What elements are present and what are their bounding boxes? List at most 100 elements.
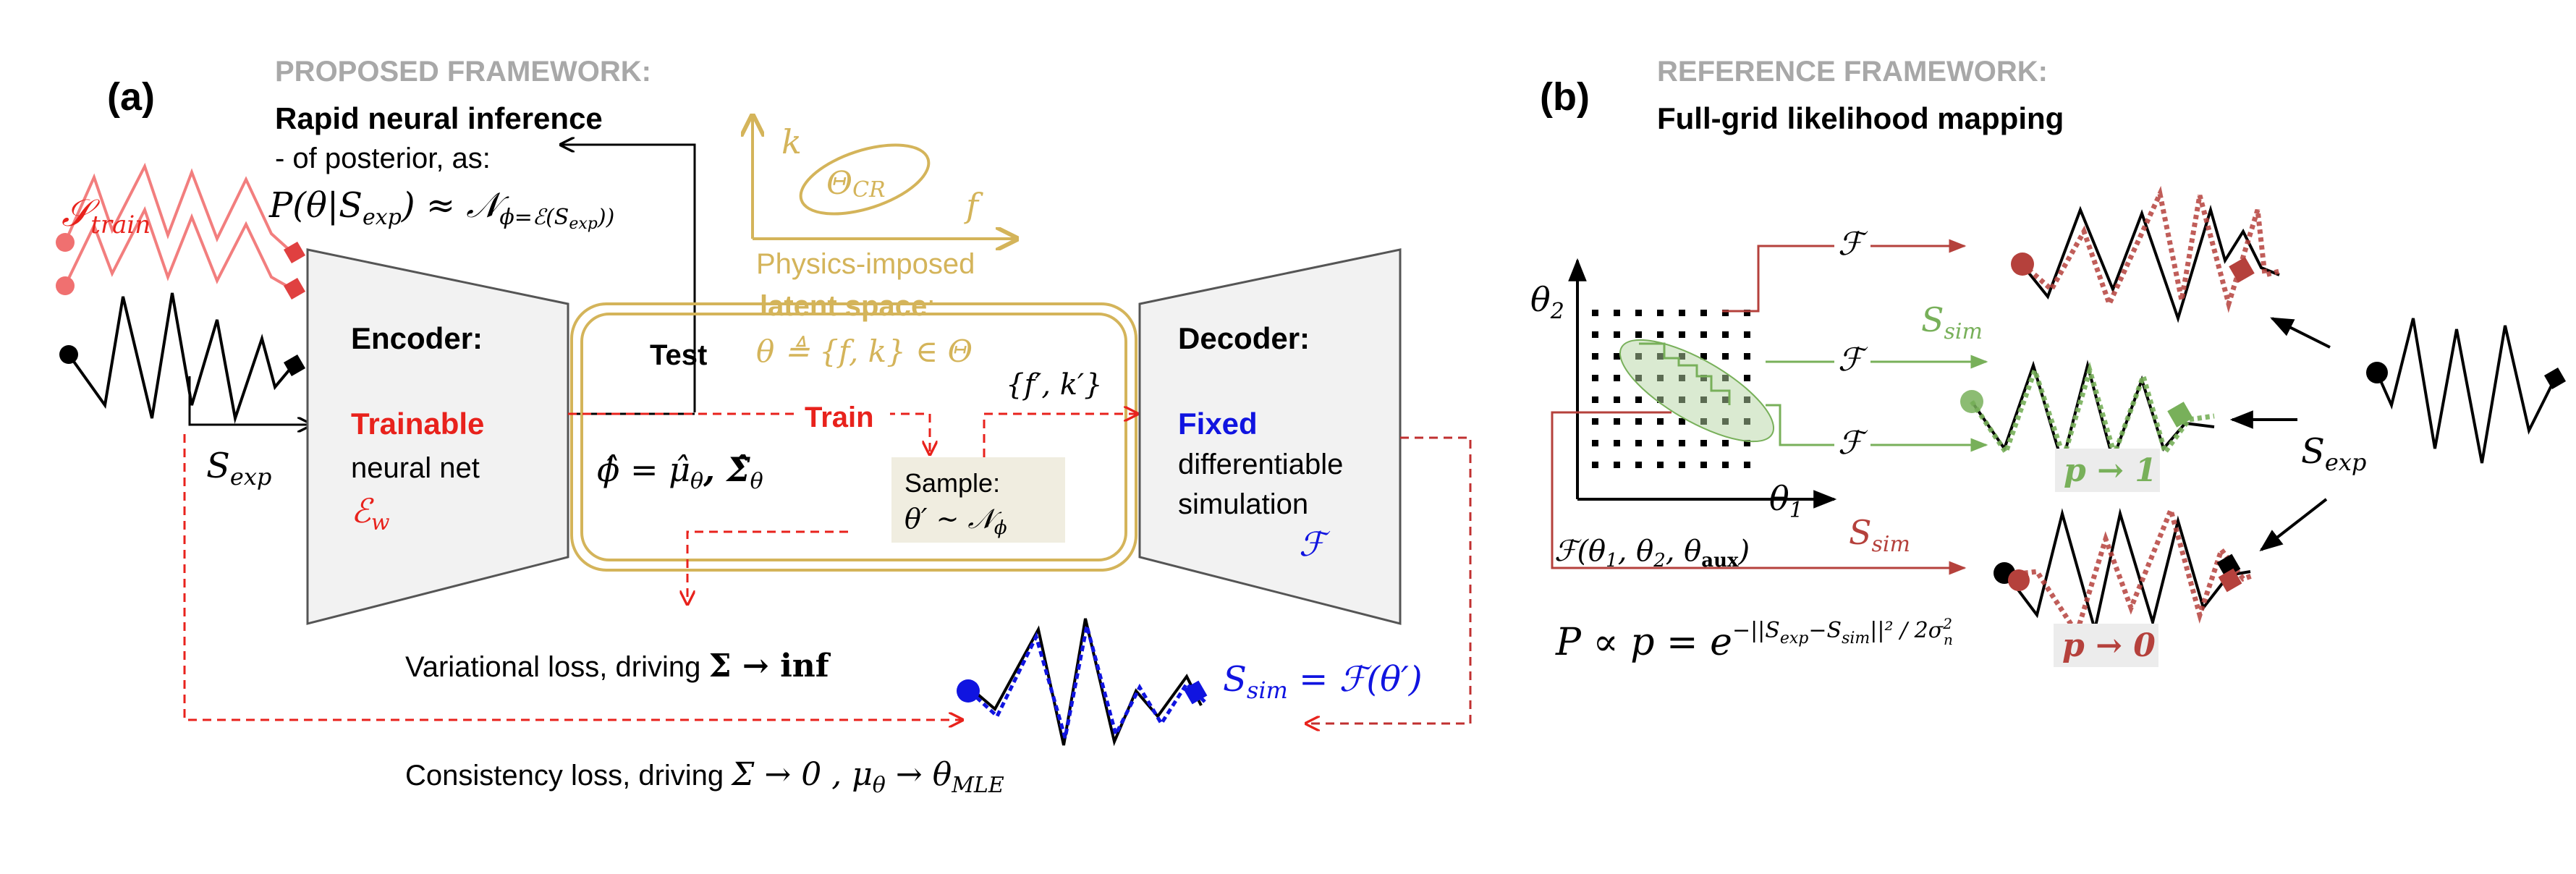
train-signal-2 [64, 205, 294, 291]
grid-point [1614, 331, 1620, 338]
grid-point [1592, 375, 1598, 381]
consistency-loss-arrow [183, 434, 962, 720]
grid-point [1657, 462, 1664, 468]
posterior-line1: - of posterior, as: [275, 143, 491, 174]
ref-arrow-top [2270, 317, 2331, 349]
s-exp-right-label: Sexp [2301, 431, 2366, 476]
grid-point [1592, 396, 1598, 403]
grid-point [1700, 331, 1707, 338]
F-mid-bg [1834, 340, 1870, 380]
encoder-symbol: ℰw [351, 491, 390, 535]
variational-loss-arrow [687, 530, 848, 604]
grid-point [1700, 310, 1707, 316]
grid-point [1722, 462, 1729, 468]
bottom-signal-end-red [2218, 568, 2242, 593]
train-signal-1 [64, 162, 295, 255]
theta-definition: θ ≜ {f, k} ∈ Θ [756, 334, 973, 369]
axis-k-label: k [781, 122, 802, 161]
s-sim-green-label: Ssim [1921, 300, 1983, 344]
s-sim-start [957, 679, 980, 703]
mid-signal-start [1960, 390, 1983, 413]
test-label: Test [650, 339, 707, 371]
ref-exp-signal [2376, 318, 2556, 464]
mid-sim-signal [1970, 361, 2215, 466]
train-label: Train [805, 402, 874, 433]
top-signal-start [2011, 253, 2034, 276]
grid-point [1744, 462, 1750, 468]
grid-point [1679, 418, 1685, 425]
grid-point [1744, 353, 1750, 360]
grid-point [1722, 440, 1729, 446]
decoder-block [1138, 248, 1402, 625]
p-to-1-bg [2055, 449, 2160, 492]
grid-point [1657, 440, 1664, 446]
encoder-block [306, 248, 569, 625]
grid-point [1635, 310, 1642, 316]
decoder-fixed: Fixed [1178, 407, 1258, 441]
train-arrow [568, 412, 930, 454]
s-sim-red-label: Ssim [1849, 513, 1910, 557]
phi-hat-formula: ϕ̂ = μ̂θ, Σ̂θ [597, 450, 763, 494]
grid-point [1744, 310, 1750, 316]
panel-a-framework-title: PROPOSED FRAMEWORK: [275, 56, 651, 88]
decoder-line2: differentiable [1178, 449, 1343, 480]
theta1-label: θ1 [1769, 479, 1803, 523]
grid-point [1700, 440, 1707, 446]
grid-point [1614, 310, 1620, 316]
grid-point [1744, 375, 1750, 381]
s-sim-blue-signal [968, 625, 1206, 739]
s-exp-signal-start [59, 345, 78, 364]
grid-point [1614, 396, 1620, 403]
sample-box [891, 457, 1065, 543]
latent-space-box-outer [570, 302, 1137, 572]
F-args-label: ℱ(θ1, θ2, θaux) [1554, 535, 1750, 572]
likelihood-region [1619, 339, 1775, 443]
sample-to-decoder-arrow [983, 414, 1137, 457]
grid-point [1700, 353, 1707, 360]
s-exp-signal [67, 292, 295, 424]
top-sim-signal [2020, 185, 2280, 313]
theta-cr-label: ΘCR [826, 165, 886, 203]
F-low-bg [1834, 423, 1870, 463]
encoder-title: Encoder: [351, 321, 483, 355]
train-label-bg [800, 394, 890, 434]
decoder-output-arrow [1306, 436, 1472, 724]
s-sim-blue-label: Ssim = ℱ(θ′) [1223, 659, 1423, 704]
ref-exp-end [2543, 367, 2567, 390]
grid-point [1635, 331, 1642, 338]
theta-cr-region [799, 143, 931, 216]
panel-b-framework-title: REFERENCE FRAMEWORK: [1657, 56, 2048, 88]
train-signal-end-2 [283, 277, 306, 300]
grid-point [1657, 331, 1664, 338]
grid-point [1614, 440, 1620, 446]
p-to-0-label: p → 0 [2062, 627, 2156, 664]
train-signal-end-1 [283, 241, 306, 264]
panel-a-label: (a) [107, 75, 155, 119]
rapid-inference-headline: Rapid neural inference [275, 101, 603, 135]
F-arrow-low [1766, 404, 1988, 452]
grid-point [1592, 418, 1598, 425]
grid-point [1635, 440, 1642, 446]
grid-point [1614, 418, 1620, 425]
grid-point [1592, 331, 1598, 338]
sample-line1: Sample: [904, 468, 1000, 498]
encoder-trainable: Trainable [351, 407, 484, 441]
grid-point [1614, 375, 1620, 381]
grid-point [1722, 310, 1729, 316]
train-signal-start-1 [56, 233, 75, 252]
grid-point [1592, 353, 1598, 360]
grid-point [1614, 462, 1620, 468]
train-signal-start-2 [56, 276, 75, 295]
grid-point [1614, 353, 1620, 360]
grid-point [1679, 331, 1685, 338]
grid-walk [1639, 342, 1731, 405]
grid-point [1592, 310, 1598, 316]
grid-point [1722, 353, 1729, 360]
grid-point [1657, 418, 1664, 425]
s-train-label: 𝒮train [62, 192, 151, 239]
latent-space-label: latent space: [760, 290, 935, 322]
F-top-bg [1834, 224, 1870, 264]
decoder-title: Decoder: [1178, 321, 1310, 355]
grid-point [1679, 310, 1685, 316]
